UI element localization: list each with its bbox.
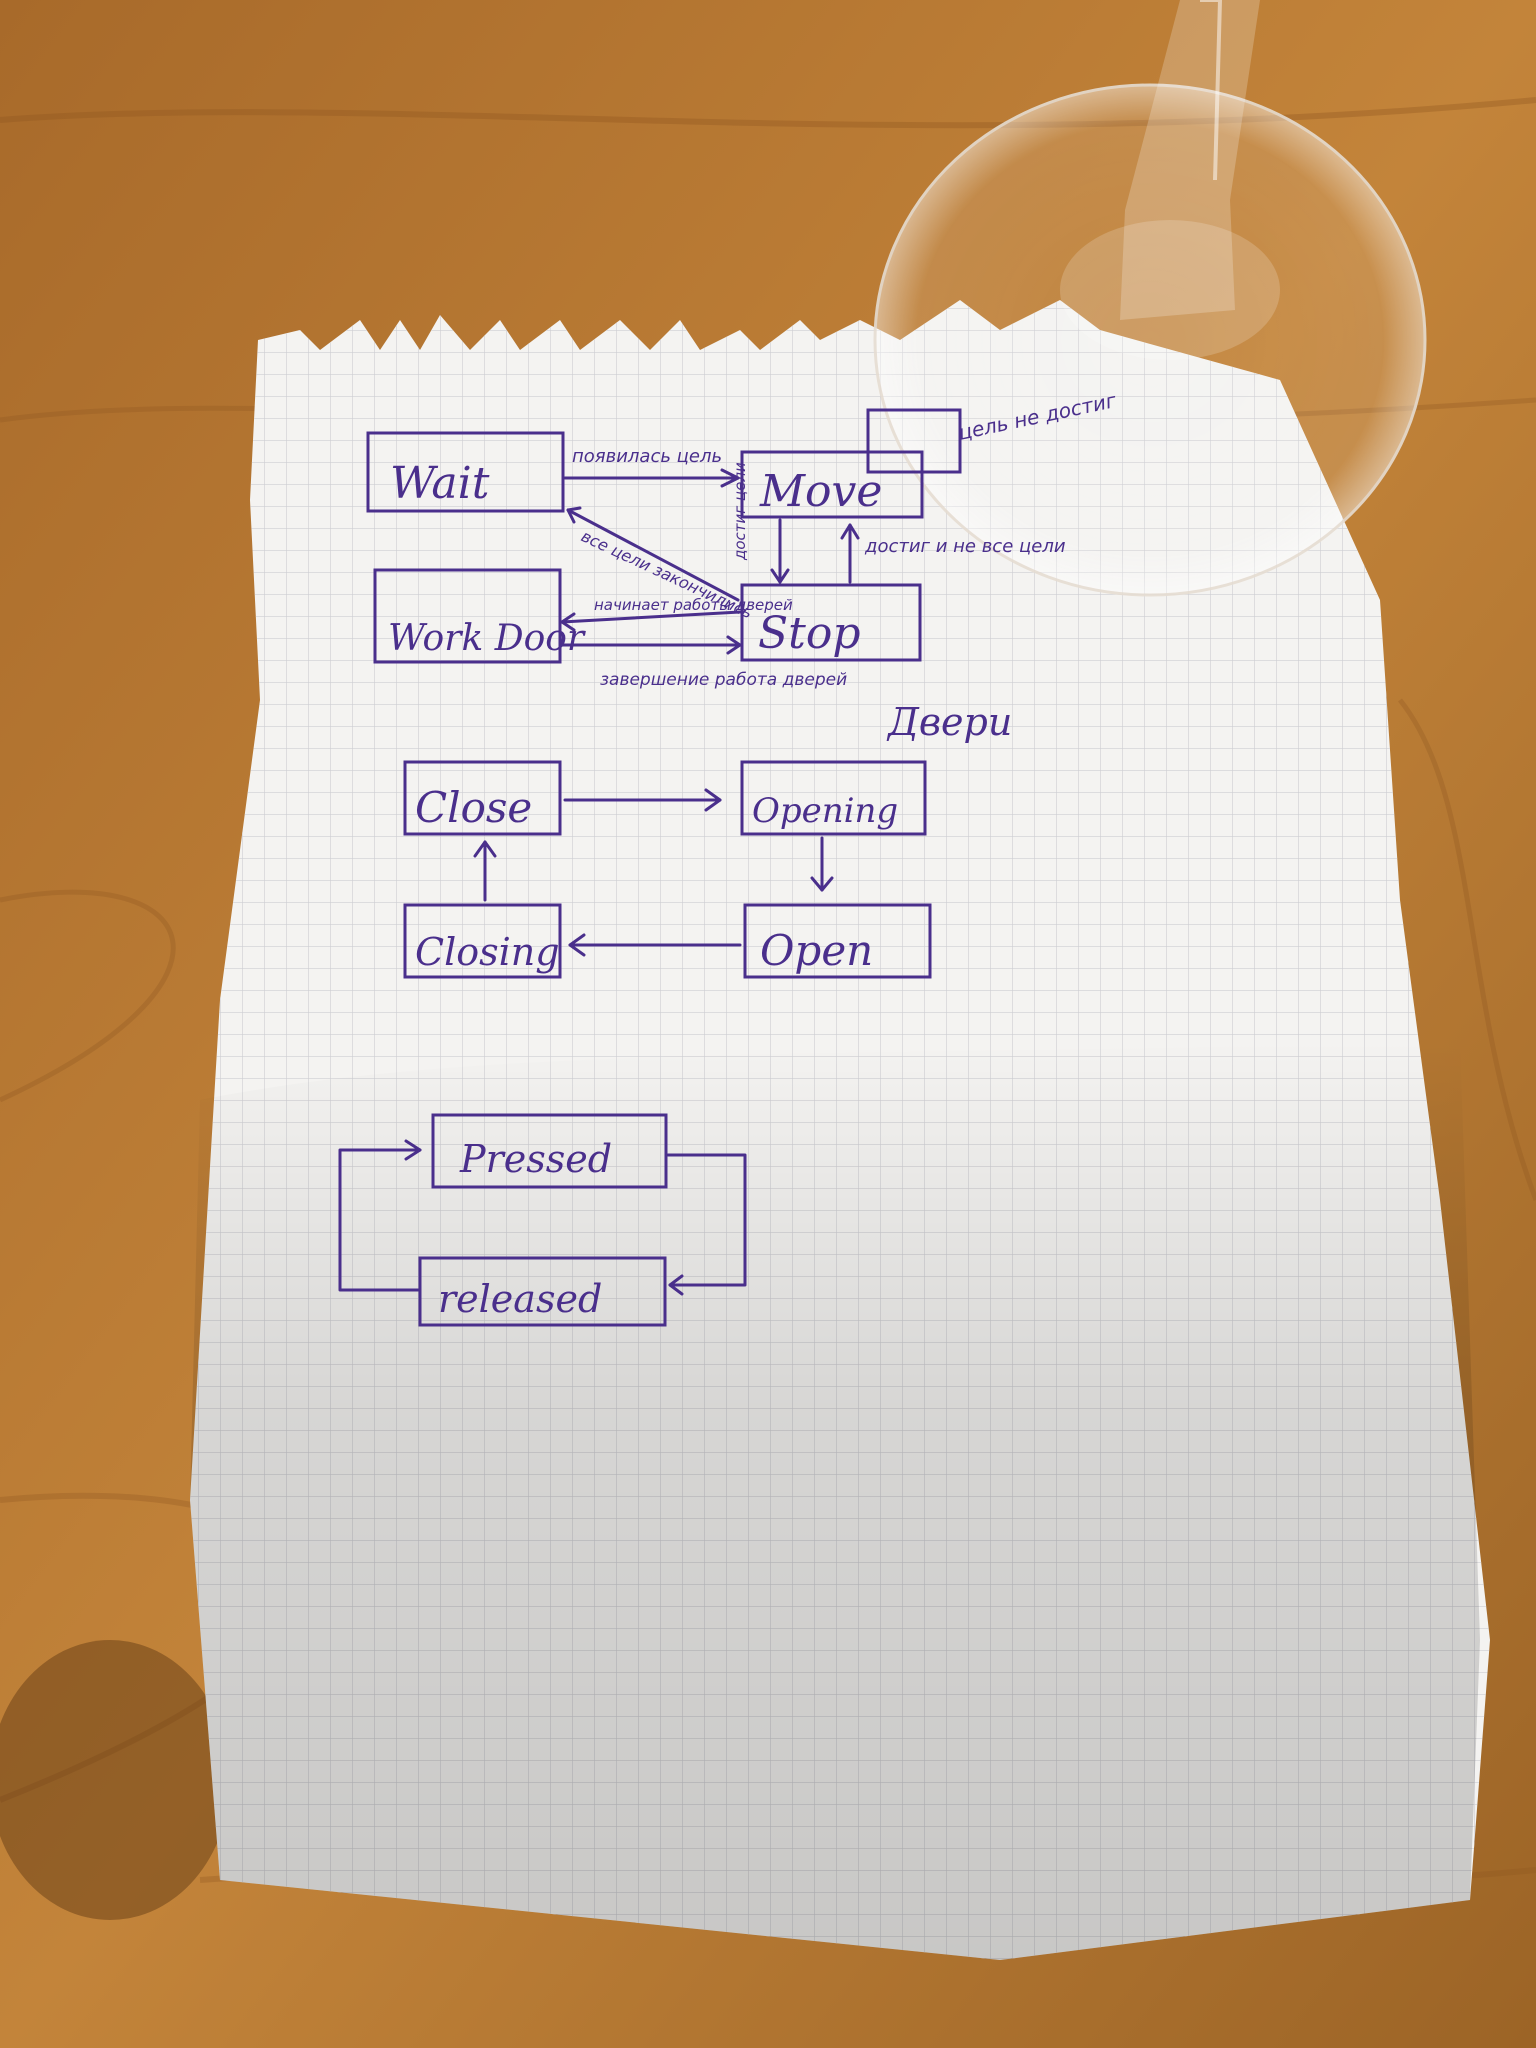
arrow-pressed-released xyxy=(666,1153,747,1287)
state-work-door-label: Work Door xyxy=(388,618,586,659)
edge-label-wait-move: появилась цель xyxy=(572,446,722,467)
button-state-diagram: Pressed released xyxy=(338,1113,747,1327)
edge-label-workdoor-stop: завершение работа дверей xyxy=(600,670,847,690)
door-diagram-title: Двери xyxy=(886,700,1012,744)
state-pressed-label: Pressed xyxy=(459,1137,612,1181)
graph-paper-sheet xyxy=(190,300,1490,1960)
state-wait-label: Wait xyxy=(390,458,490,509)
edge-label-move-stop: достиг цели xyxy=(731,462,749,561)
arrow-stop-workdoor xyxy=(560,610,742,624)
target-box xyxy=(866,408,962,474)
state-close-label: Close xyxy=(415,783,532,832)
state-close: Close xyxy=(403,760,562,836)
state-stop: Stop xyxy=(740,583,922,662)
state-open: Open xyxy=(743,903,932,979)
arrow-stop-wait xyxy=(566,508,740,602)
state-released-label: released xyxy=(438,1277,602,1321)
state-released: released xyxy=(418,1256,667,1327)
state-opening-label: Opening xyxy=(752,791,898,831)
state-closing-label: Closing xyxy=(415,930,560,974)
state-wait: Wait xyxy=(366,431,565,513)
state-stop-label: Stop xyxy=(758,608,860,659)
state-move-label: Move xyxy=(759,466,882,517)
state-opening: Opening xyxy=(740,760,927,836)
state-open-label: Open xyxy=(760,926,873,975)
state-move: Move xyxy=(740,450,924,519)
state-pressed: Pressed xyxy=(431,1113,668,1189)
edge-label-stop-workdoor: начинает работы дверей xyxy=(594,596,793,614)
edge-label-stop-move: достиг и не все цели xyxy=(864,536,1066,557)
arrow-released-pressed xyxy=(338,1148,422,1292)
state-work-door: Work Door xyxy=(373,568,586,664)
door-state-diagram: Двери Close Opening Open Closing xyxy=(403,700,1012,979)
wine-glass xyxy=(873,0,1427,597)
state-closing: Closing xyxy=(403,903,562,979)
